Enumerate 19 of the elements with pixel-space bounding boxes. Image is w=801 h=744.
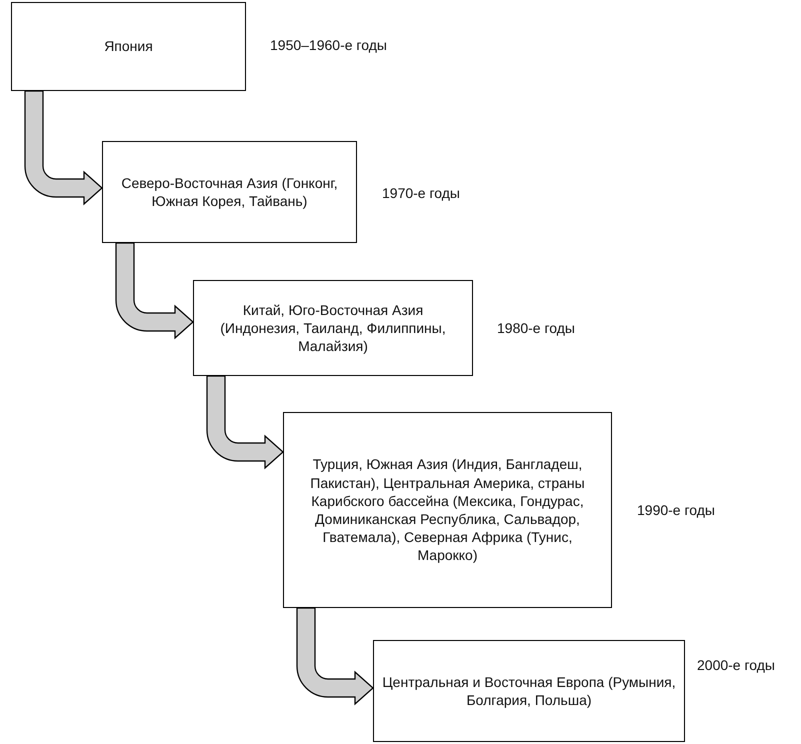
curved-block-arrow	[115, 242, 194, 339]
region-box	[373, 640, 685, 742]
region-box	[283, 412, 612, 608]
period-label: 1950–1960-е годы	[270, 37, 387, 53]
region-label: Китай, Юго-Восточная Азия (Индонезия, Таиланд, Филиппины, Малайзия)	[219, 300, 447, 356]
period-label: 2000-е годы	[697, 657, 775, 673]
curved-block-arrow	[24, 90, 103, 205]
curved-block-arrow	[206, 375, 284, 469]
period-label: 1970-е годы	[382, 185, 460, 201]
region-box	[102, 141, 357, 243]
period-label: 1990-е годы	[637, 502, 715, 518]
region-box	[193, 280, 473, 376]
curved-block-arrow	[296, 607, 374, 705]
region-box	[11, 2, 246, 91]
region-label: Япония	[104, 37, 153, 56]
period-label: 1980-е годы	[497, 320, 575, 336]
region-label: Северо-Восточная Азия (Гонконг, Южная Корея, Тайвань)	[120, 174, 339, 210]
region-label: Турция, Южная Азия (Индия, Бангладеш, Пакистан), Центральная Америка, страны Карибского бассейна (Мексика, Гондурас, Доминиканская Республика, Сальвадор, Гватемала), Северная Африка (Тунис, Марокко)	[309, 455, 586, 565]
region-label: Центральная и Восточная Европа (Румыния, Болгария, Польша)	[382, 672, 676, 710]
